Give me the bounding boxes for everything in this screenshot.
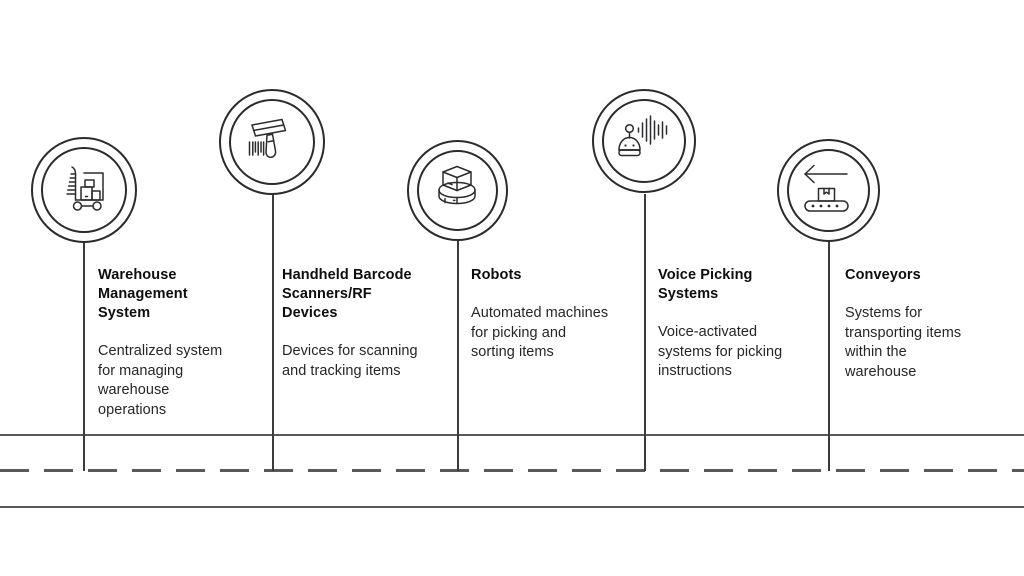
node-stem-4 xyxy=(644,194,646,471)
text-block-conveyors: Conveyors Systems for transporting items… xyxy=(845,266,1017,382)
node-description-robots: Automated machines for picking and sorti… xyxy=(471,305,609,360)
barcode-scanner-icon xyxy=(244,114,300,170)
node-description-warehouse-management-system: Centralized system for managing warehous… xyxy=(98,343,223,418)
node-stem-3 xyxy=(457,240,459,471)
conveyor-belt-arrow-icon xyxy=(801,163,856,218)
node-inner-circle-handheld-barcode-scanners xyxy=(229,99,315,185)
node-stem-5 xyxy=(828,241,830,471)
node-inner-circle-voice-picking-systems xyxy=(602,99,686,183)
node-title-handheld-barcode-scanners: Handheld Barcode Scanners/RF Devices xyxy=(282,267,412,321)
text-block-handheld-barcode-scanners: Handheld Barcode Scanners/RF Devices Dev… xyxy=(282,266,452,381)
node-title-conveyors: Conveyors xyxy=(845,267,921,283)
text-block-warehouse-management-system: Warehouse Management System Centralized … xyxy=(98,266,263,420)
voice-waveform-robot-icon xyxy=(616,113,672,169)
text-block-robots: Robots Automated machines for picking an… xyxy=(471,266,636,363)
node-description-voice-picking-systems: Voice-activated systems for picking inst… xyxy=(658,324,783,379)
road-edge-top-line xyxy=(0,434,1024,436)
robot-with-box-icon xyxy=(430,163,484,217)
node-inner-circle-warehouse-management-system xyxy=(41,147,127,233)
text-block-voice-picking-systems: Voice Picking Systems Voice-activated sy… xyxy=(658,266,826,382)
node-stem-1 xyxy=(83,243,85,471)
road-center-dashed-line xyxy=(0,469,1024,472)
node-title-voice-picking-systems: Voice Picking Systems xyxy=(658,267,753,302)
node-description-handheld-barcode-scanners: Devices for scanning and tracking items xyxy=(282,343,418,379)
warehouse-forklift-icon xyxy=(57,163,111,217)
node-title-warehouse-management-system: Warehouse Management System xyxy=(98,267,188,321)
node-description-conveyors: Systems for transporting items within th… xyxy=(845,305,962,380)
road-edge-bottom-line xyxy=(0,506,1024,508)
node-stem-2 xyxy=(272,195,274,471)
node-title-robots: Robots xyxy=(471,267,522,283)
